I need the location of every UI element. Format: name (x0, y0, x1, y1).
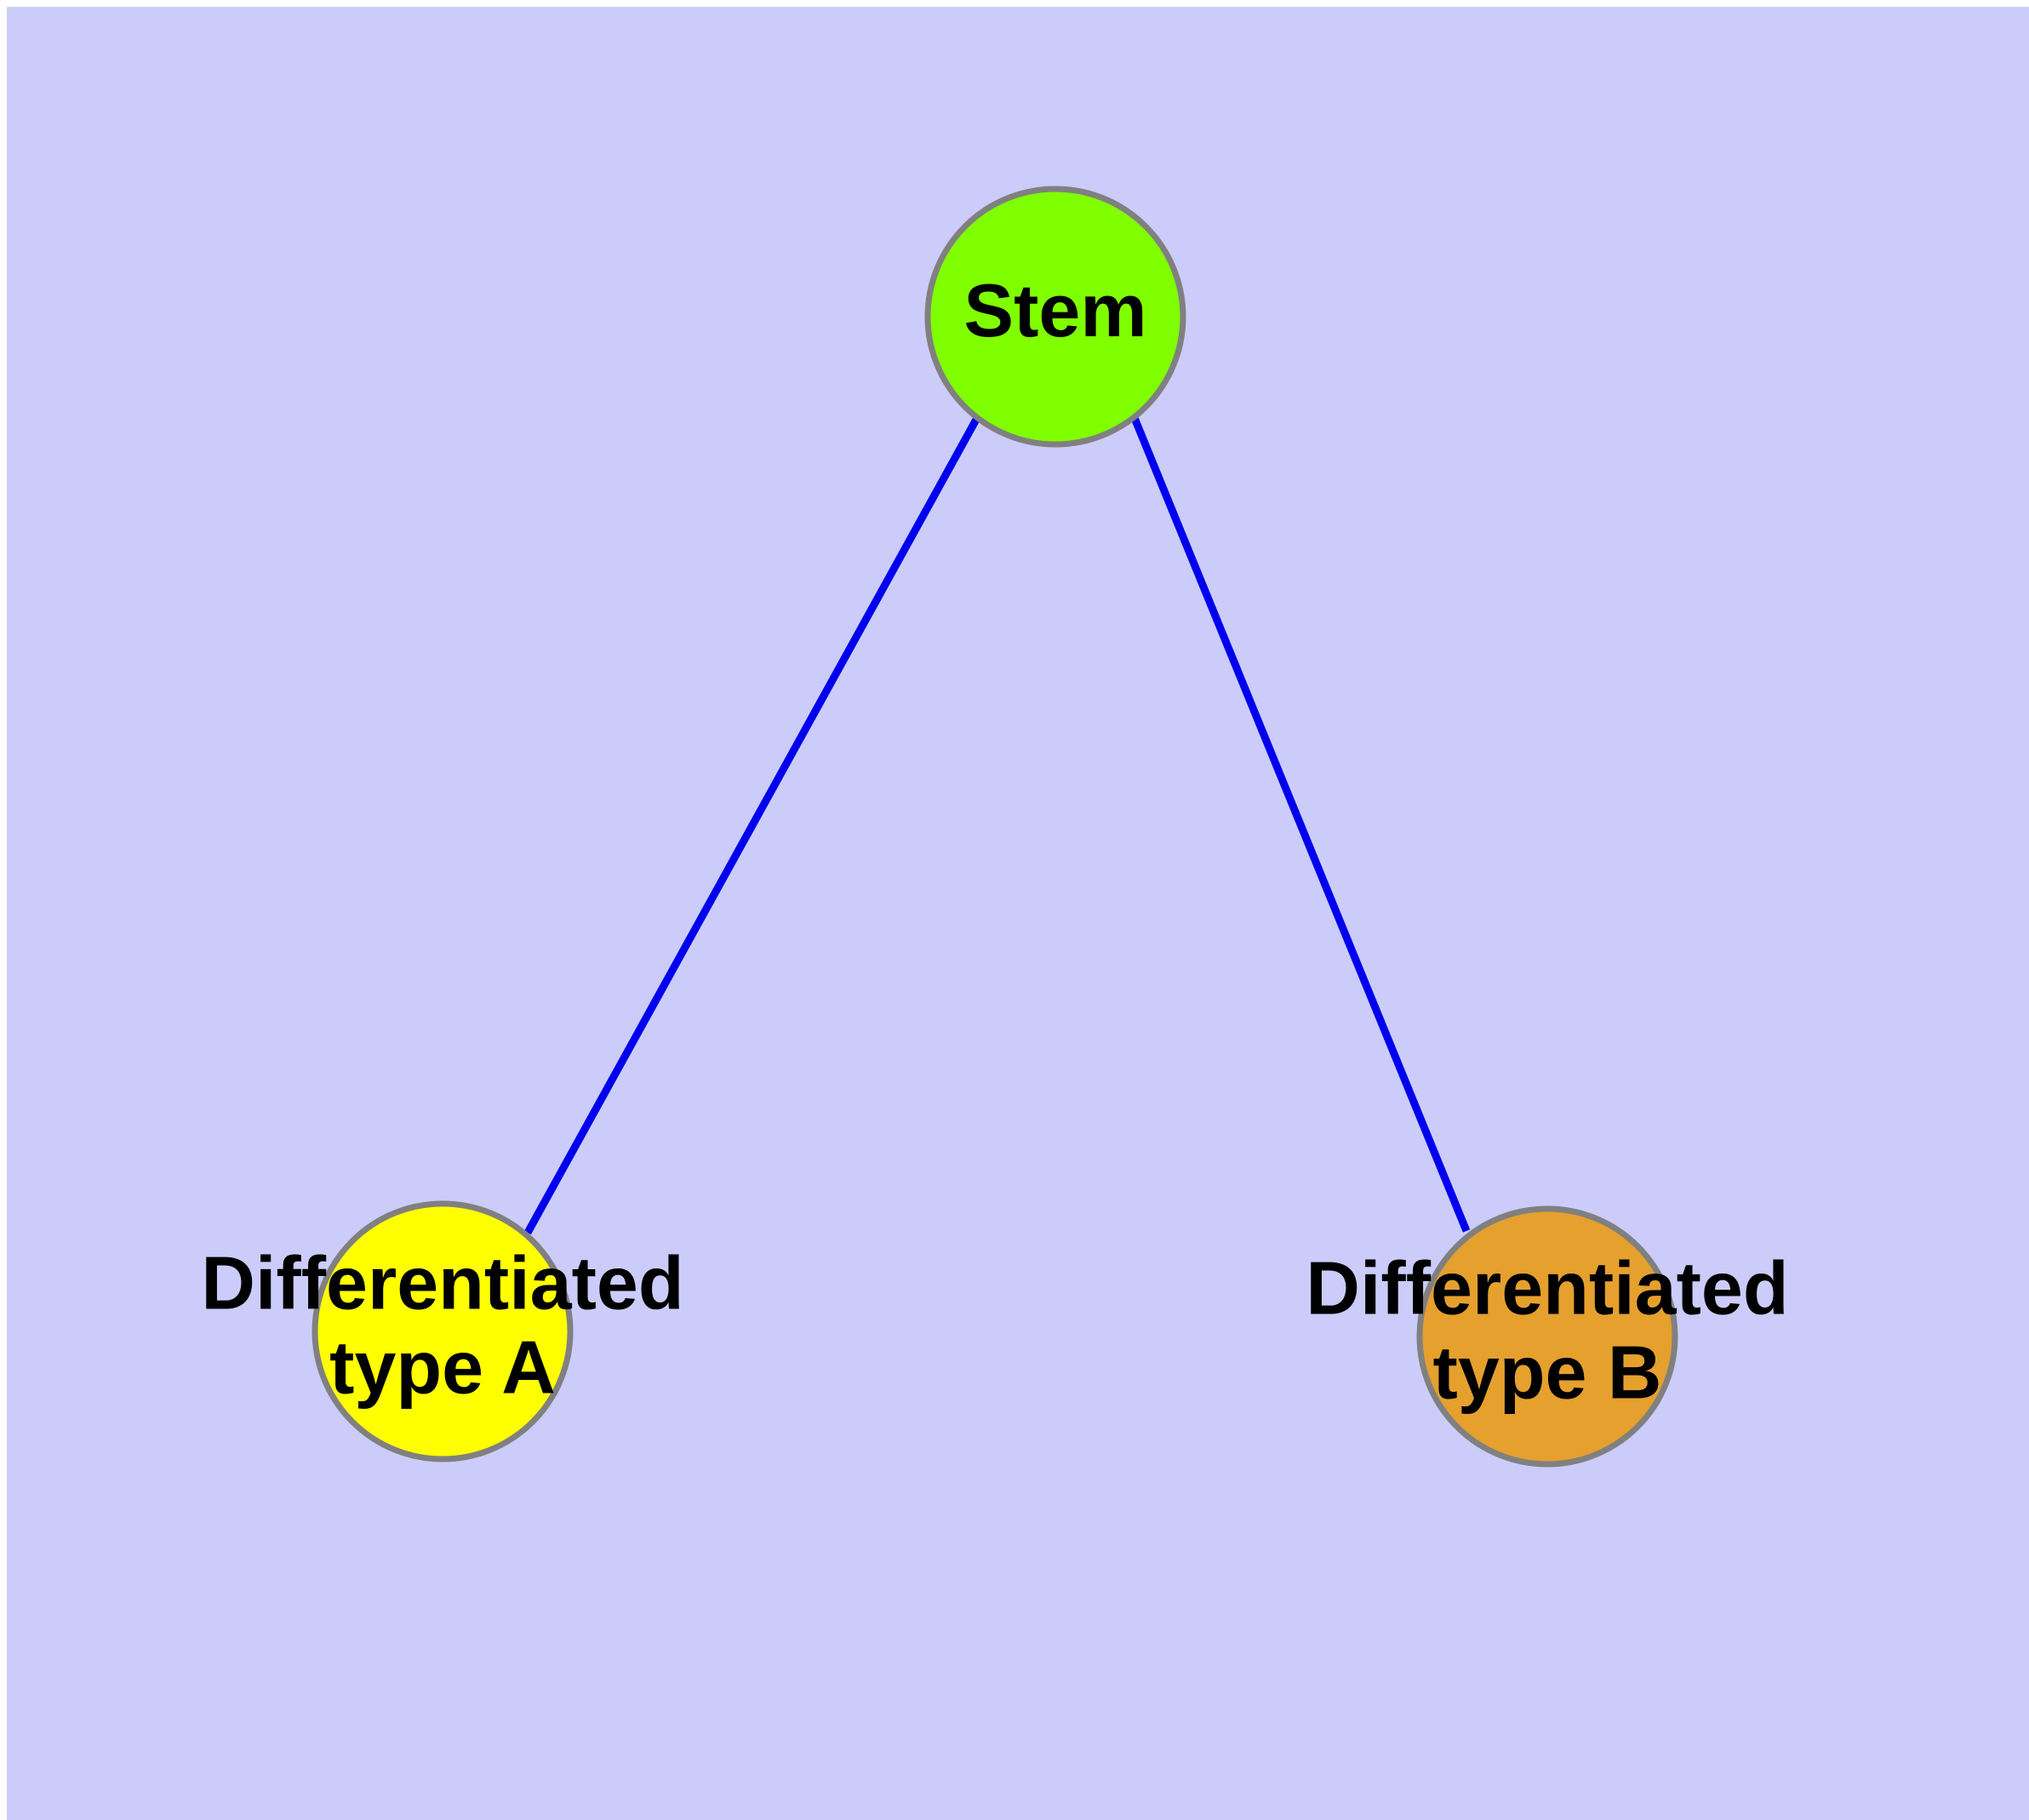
node-differentiated-type-a-circle[interactable] (311, 1200, 574, 1462)
node-stem-circle[interactable] (924, 186, 1186, 448)
node-label-line: type A (329, 1325, 556, 1410)
node-label-line: type B (1433, 1331, 1662, 1415)
node-label-line: Differentiated (201, 1241, 683, 1325)
node-label-line: Differentiated (1306, 1246, 1788, 1331)
node-stem-label: Stem (963, 268, 1146, 352)
node-label-line: Stem (963, 268, 1146, 352)
node-differentiated-type-b-circle[interactable] (1416, 1205, 1678, 1468)
edge-stem-to-differentiated-type-a[interactable] (524, 415, 980, 1235)
edge-stem-to-differentiated-type-b[interactable] (1130, 416, 1471, 1233)
node-layer (311, 186, 1678, 1468)
edge-layer (524, 415, 1471, 1235)
